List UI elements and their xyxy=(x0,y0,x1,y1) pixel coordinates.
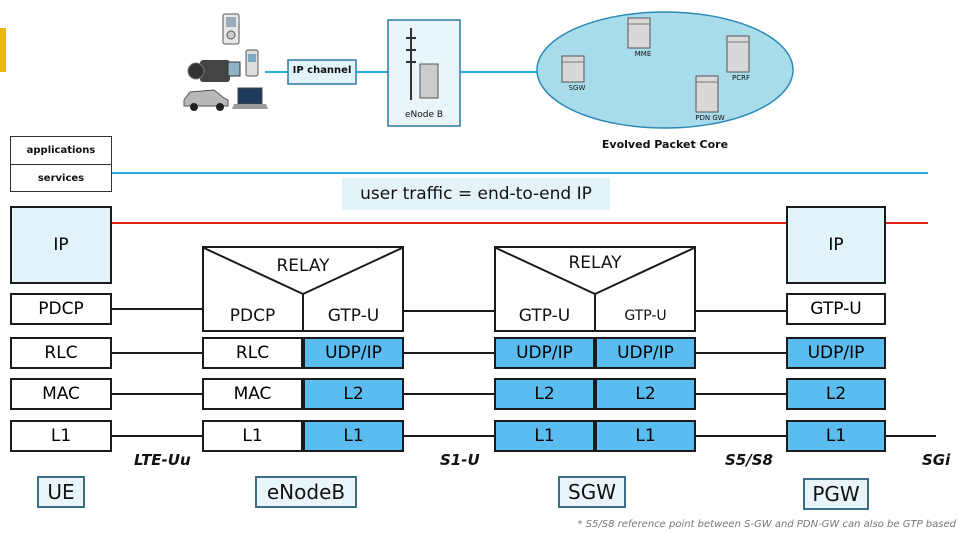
mme-server-icon xyxy=(627,17,651,49)
enodeb-relay-label: RELAY xyxy=(276,256,330,276)
mp3-player-icon xyxy=(222,13,240,45)
ip-bearer-line xyxy=(112,222,928,224)
link-sgw-pgw-gtpu xyxy=(696,310,786,312)
pgw-udpip-layer: UDP/IP xyxy=(786,337,886,369)
enodeb-l1-left-layer: L1 xyxy=(202,420,303,452)
car-icon xyxy=(183,89,229,111)
link-enb-sgw-l2 xyxy=(404,393,494,395)
link-ue-enb-pdcp xyxy=(112,308,202,310)
pdn-gw-server-icon xyxy=(695,75,719,113)
mobile-phone-icon xyxy=(245,49,259,77)
footnote: * S5/S8 reference point between S-GW and… xyxy=(577,519,956,530)
sgw-l1-left-layer: L1 xyxy=(494,420,595,452)
ip-channel-label: IP channel xyxy=(292,65,352,76)
enodeb-udpip-layer: UDP/IP xyxy=(303,337,404,369)
enodeb-mac-layer: MAC xyxy=(202,378,303,410)
camcorder-icon xyxy=(187,60,241,82)
enodeb-caption: eNode B xyxy=(404,110,444,120)
link-sgw-pgw-l1 xyxy=(696,435,786,437)
sgw-relay-lines xyxy=(495,247,695,330)
enodeb-pdcp-label: PDCP xyxy=(229,306,276,326)
link-pgw-sgi xyxy=(886,435,936,437)
node-sgw: SGW xyxy=(558,476,626,508)
enodeb-gtpu-label: GTP-U xyxy=(327,306,380,326)
link-ue-enb-rlc xyxy=(112,352,202,354)
sgw-l2-left-layer: L2 xyxy=(494,378,595,410)
epc-node-mme: MME xyxy=(634,50,652,58)
applications-label: applications xyxy=(26,145,96,156)
ue-rlc-layer: RLC xyxy=(10,337,112,369)
epc-node-sgw: SGW xyxy=(568,84,586,92)
laptop-icon xyxy=(232,87,268,109)
ue-l1-layer: L1 xyxy=(10,420,112,452)
antenna-tower-icon xyxy=(406,28,439,100)
traffic-label-text: user traffic = end-to-end IP xyxy=(360,184,592,204)
sgw-udpip-right-layer: UDP/IP xyxy=(595,337,696,369)
sgw-gtpu-right-label: GTP-U xyxy=(624,308,667,324)
interface-lte-uu: LTE-Uu xyxy=(134,451,191,469)
applications-box: applications services xyxy=(10,136,112,192)
interface-sgi: SGi xyxy=(922,451,951,469)
sgw-l2-right-layer: L2 xyxy=(595,378,696,410)
enodeb-rlc-layer: RLC xyxy=(202,337,303,369)
link-enb-sgw-gtpu xyxy=(404,310,494,312)
node-pgw: PGW xyxy=(803,478,869,510)
edge-accent xyxy=(0,28,6,72)
sgw-gtpu-left-label: GTP-U xyxy=(518,306,571,326)
services-label: services xyxy=(37,173,85,184)
node-enodeb: eNodeB xyxy=(255,476,357,508)
ue-mac-layer: MAC xyxy=(10,378,112,410)
sgw-server-icon xyxy=(561,55,585,83)
interface-s1-u: S1-U xyxy=(440,451,480,469)
ue-ip-layer: IP xyxy=(10,206,112,284)
pcrf-server-icon xyxy=(726,35,750,73)
network-illustration xyxy=(183,11,794,129)
ue-pdcp-layer: PDCP xyxy=(10,293,112,325)
interface-s5-s8: S5/S8 xyxy=(725,451,773,469)
node-ue: UE xyxy=(37,476,85,508)
enodeb-l2-layer: L2 xyxy=(303,378,404,410)
link-sgw-pgw-l2 xyxy=(696,393,786,395)
sgw-relay-label: RELAY xyxy=(568,253,622,273)
enodeb-l1-right-layer: L1 xyxy=(303,420,404,452)
epc-caption: Evolved Packet Core xyxy=(601,138,729,151)
link-sgw-pgw-udpip xyxy=(696,352,786,354)
pgw-gtpu-layer: GTP-U xyxy=(786,293,886,325)
link-enb-sgw-l1 xyxy=(404,435,494,437)
pgw-ip-layer: IP xyxy=(786,206,886,284)
pgw-l1-layer: L1 xyxy=(786,420,886,452)
user-traffic-line xyxy=(112,172,928,174)
link-enb-sgw-udpip xyxy=(404,352,494,354)
link-ue-enb-l1 xyxy=(112,435,202,437)
sgw-udpip-left-layer: UDP/IP xyxy=(494,337,595,369)
link-ue-enb-mac xyxy=(112,393,202,395)
enodeb-relay-lines xyxy=(203,247,403,330)
traffic-label: user traffic = end-to-end IP xyxy=(342,178,610,210)
epc-node-pdn-gw: PDN GW xyxy=(695,114,725,122)
sgw-l1-right-layer: L1 xyxy=(595,420,696,452)
pgw-l2-layer: L2 xyxy=(786,378,886,410)
epc-node-pcrf: PCRF xyxy=(732,74,750,82)
